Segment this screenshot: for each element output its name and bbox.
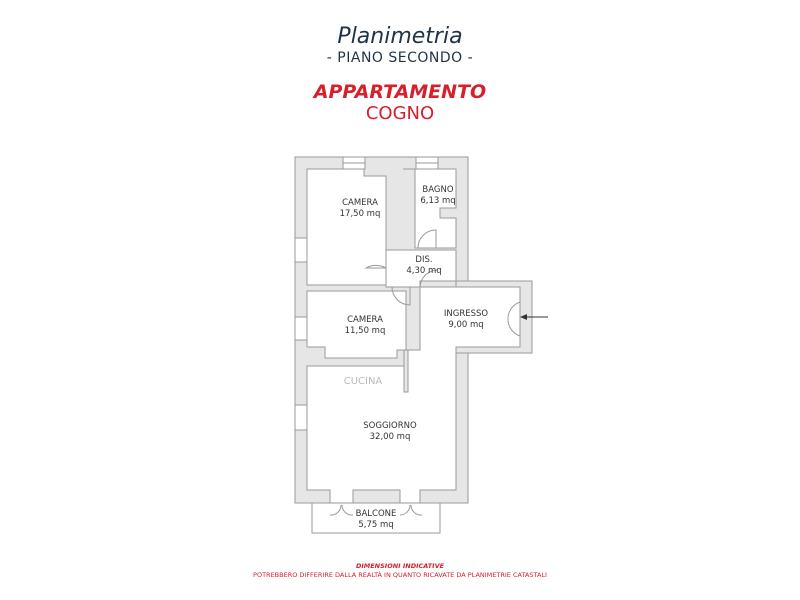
windows	[294, 156, 439, 431]
room-label: CAMERA	[347, 315, 383, 325]
room-label: BALCONE	[356, 509, 397, 519]
apartment-name: COGNO	[365, 103, 435, 124]
room-label: INGRESSO	[444, 309, 489, 319]
room-area: 5,75 mq	[358, 520, 393, 530]
floor-subtitle: - PIANO SECONDO -	[326, 50, 474, 66]
dis-floor	[385, 249, 457, 288]
room-area: 6,13 mq	[420, 196, 455, 206]
apartment-type: APPARTAMENTO	[313, 81, 487, 103]
room-area: 17,50 mq	[340, 209, 381, 219]
disclaimer-title: DIMENSIONI INDICATIVE	[355, 562, 445, 570]
room-label: DIS.	[415, 255, 432, 265]
room-area: 11,50 mq	[345, 326, 386, 336]
cucina-divider	[403, 349, 409, 393]
camera-2-floor	[306, 290, 407, 359]
room-label: BAGNO	[422, 185, 453, 195]
room-label: CAMERA	[342, 198, 378, 208]
room-area: 9,00 mq	[448, 320, 483, 330]
room-label: SOGGIORNO	[363, 421, 417, 431]
bagno-floor	[403, 168, 457, 249]
room-area: 4,30 mq	[406, 266, 441, 276]
doors	[311, 229, 521, 534]
entrance-arrow	[520, 314, 548, 320]
room-label: CUCINA	[344, 376, 383, 387]
room-floors	[306, 168, 521, 504]
room-area: 32,00 mq	[370, 432, 411, 442]
disclaimer-text: POTREBBERO DIFFERIRE DALLA REALTÀ IN QUA…	[253, 571, 547, 579]
plan-title: Planimetria	[337, 24, 463, 49]
